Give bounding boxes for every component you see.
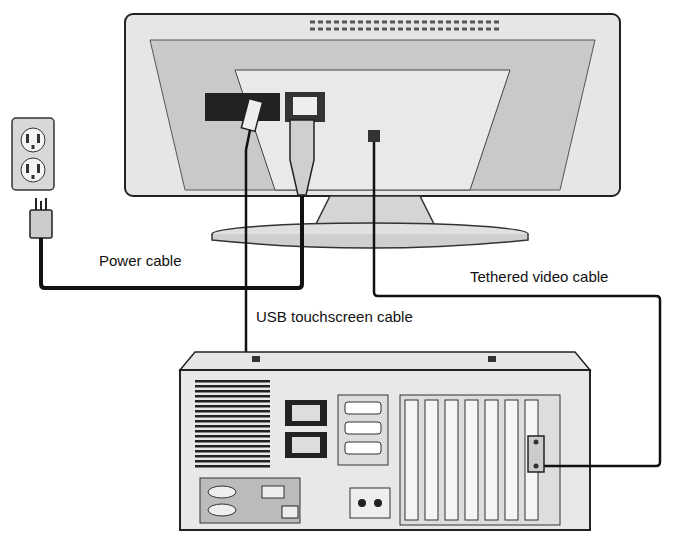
label-anchor: Tethered video cable — [468, 268, 610, 285]
cable-label: Power cable — [97, 252, 184, 269]
tethered-video-cable — [374, 142, 660, 472]
cable-label: Tethered video cable — [468, 268, 610, 285]
cable-label: USB touchscreen cable — [254, 308, 415, 325]
monitor — [125, 14, 620, 248]
wall-outlet — [12, 118, 54, 190]
computer — [180, 352, 590, 530]
label-anchor: Power cable — [97, 252, 184, 269]
label-anchor: USB touchscreen cable — [254, 308, 415, 325]
power-cable — [30, 120, 314, 288]
